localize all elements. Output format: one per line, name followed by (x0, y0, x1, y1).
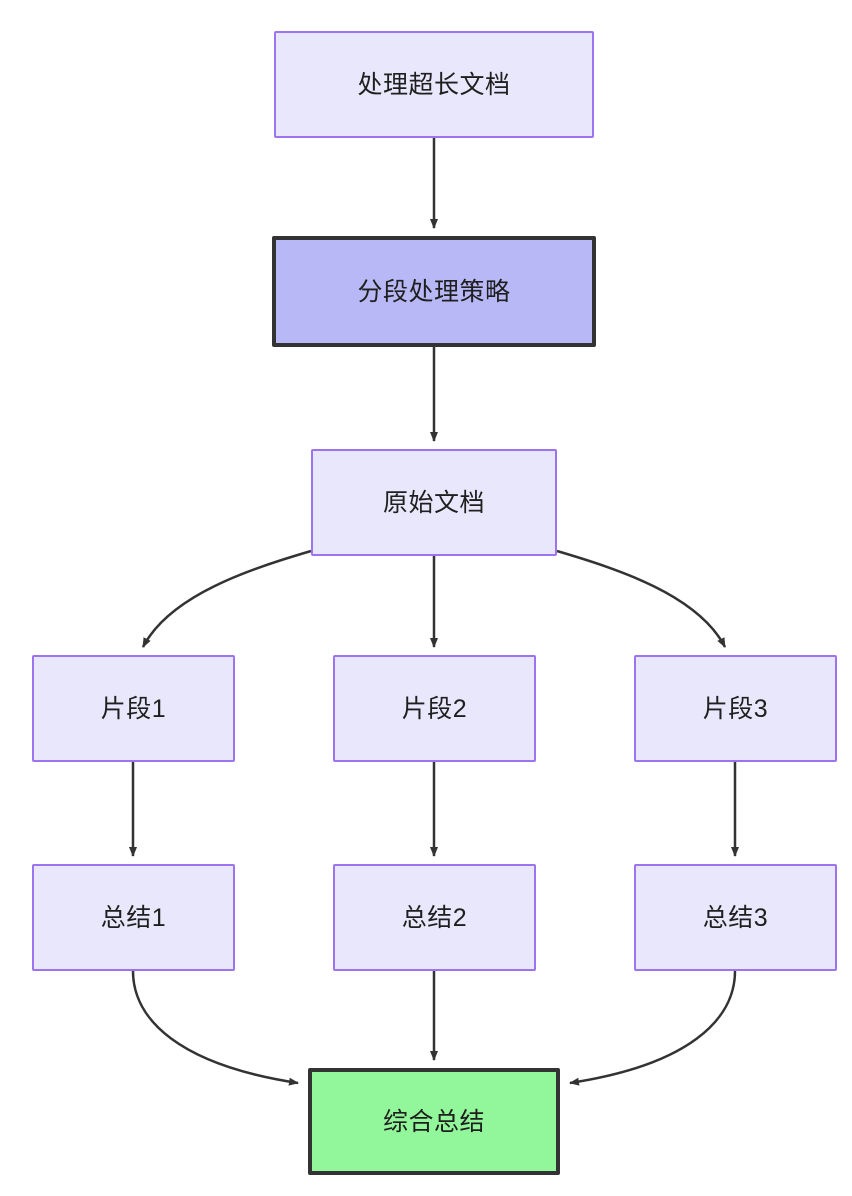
node-summary2-label: 总结2 (401, 903, 468, 932)
node-final-label: 综合总结 (382, 1107, 485, 1136)
node-chunk3-label: 片段3 (702, 694, 769, 723)
node-summary3[interactable]: 总结3 (634, 864, 837, 971)
node-source-label: 原始文档 (382, 488, 485, 517)
node-summary3-label: 总结3 (702, 903, 769, 932)
node-strategy-label: 分段处理策略 (357, 277, 511, 306)
node-summary1-label: 总结1 (100, 903, 167, 932)
node-chunk1[interactable]: 片段1 (32, 655, 235, 762)
node-chunk2[interactable]: 片段2 (333, 655, 536, 762)
node-doc-label: 处理超长文档 (357, 70, 511, 99)
node-summary1[interactable]: 总结1 (32, 864, 235, 971)
edge-summary1-to-final (131, 970, 299, 1086)
edge-source-to-chunk3 (556, 549, 727, 648)
edge-source-to-chunk1 (141, 549, 312, 648)
node-strategy[interactable]: 分段处理策略 (272, 236, 596, 347)
edge-summary3-to-final (569, 970, 737, 1086)
node-chunk1-label: 片段1 (100, 694, 167, 723)
node-doc[interactable]: 处理超长文档 (274, 31, 594, 138)
node-source[interactable]: 原始文档 (311, 449, 557, 556)
node-summary2[interactable]: 总结2 (333, 864, 536, 971)
node-chunk2-label: 片段2 (401, 694, 468, 723)
node-final[interactable]: 综合总结 (308, 1068, 560, 1175)
node-chunk3[interactable]: 片段3 (634, 655, 837, 762)
